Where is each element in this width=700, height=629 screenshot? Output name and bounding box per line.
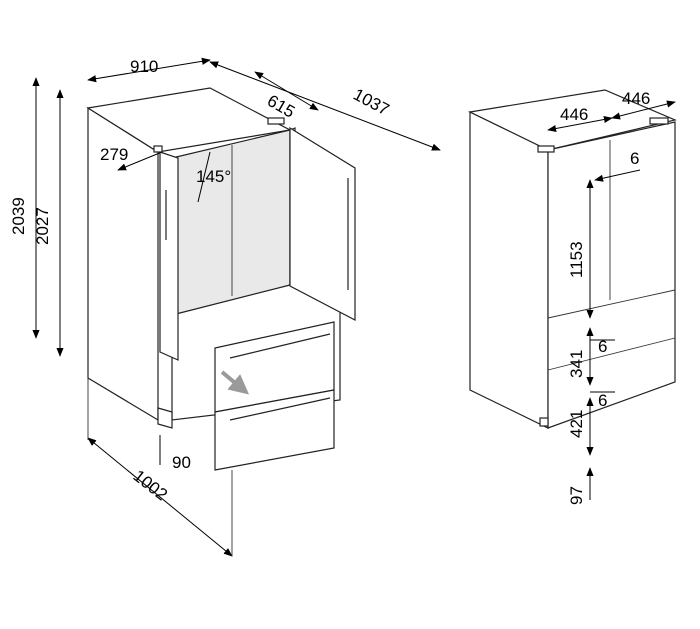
- open-fridge-view: [86, 87, 356, 471]
- closed-hinge-right: [649, 117, 669, 125]
- dim-depth-open-label: 1037: [350, 85, 392, 120]
- drawer-pull-arrow: [220, 370, 250, 395]
- closed-fridge-view: [468, 89, 677, 429]
- dim-handle-clearance-label: 90: [172, 453, 191, 472]
- dim-upper-label: 1153: [567, 241, 586, 278]
- dim-door-side-label: 279: [100, 145, 128, 164]
- drawer-line-1: [547, 289, 676, 319]
- closed-hinge-left: [537, 145, 555, 153]
- right-dimensions: 446 446 6 1153 6 341 6 421 97: [547, 89, 676, 505]
- closed-foot: [539, 417, 549, 427]
- dim-height-total-label: 2039: [9, 197, 28, 235]
- dim-width-label: 910: [130, 57, 158, 76]
- dim-drawer-lower-label: 421: [567, 410, 586, 438]
- dim-line-depth-drawer: [87, 437, 233, 557]
- closed-front: [547, 121, 676, 429]
- hinge-left: [153, 145, 163, 153]
- dim-angle-label: 145°: [196, 167, 231, 186]
- drawer-line-2: [547, 337, 676, 371]
- dim-plinth-label: 97: [567, 486, 586, 505]
- dim-line-door-right: [611, 100, 676, 120]
- dim-gap-top-label: 6: [630, 149, 639, 168]
- lower-drawer-handle: [229, 397, 331, 421]
- hinge-right: [267, 117, 285, 125]
- dim-line-gap-top: [594, 169, 641, 182]
- dim-depth-drawer-label: 1002: [130, 466, 172, 504]
- dim-drawer-upper-label: 341: [567, 350, 586, 378]
- dim-line-angle: [197, 151, 211, 203]
- dim-door-left-label: 446: [560, 105, 588, 124]
- dim-gap2-label: 6: [598, 391, 607, 410]
- dim-line-door-left: [547, 115, 613, 133]
- dim-line-door-side: [117, 151, 163, 171]
- closed-side-panel: [469, 111, 549, 429]
- dim-depth-door-label: 615: [264, 91, 298, 122]
- upper-drawer-handle: [229, 333, 331, 359]
- left-door-open: [159, 151, 179, 361]
- right-door-open: [289, 126, 356, 321]
- dim-line-depth-open: [209, 61, 441, 151]
- plinth: [157, 407, 173, 429]
- dim-door-right-label: 446: [622, 89, 650, 108]
- fridge-interior: [171, 129, 291, 316]
- dim-height-body-label: 2027: [33, 207, 52, 245]
- dim-line-width: [87, 57, 211, 83]
- dim-gap1-label: 6: [598, 337, 607, 356]
